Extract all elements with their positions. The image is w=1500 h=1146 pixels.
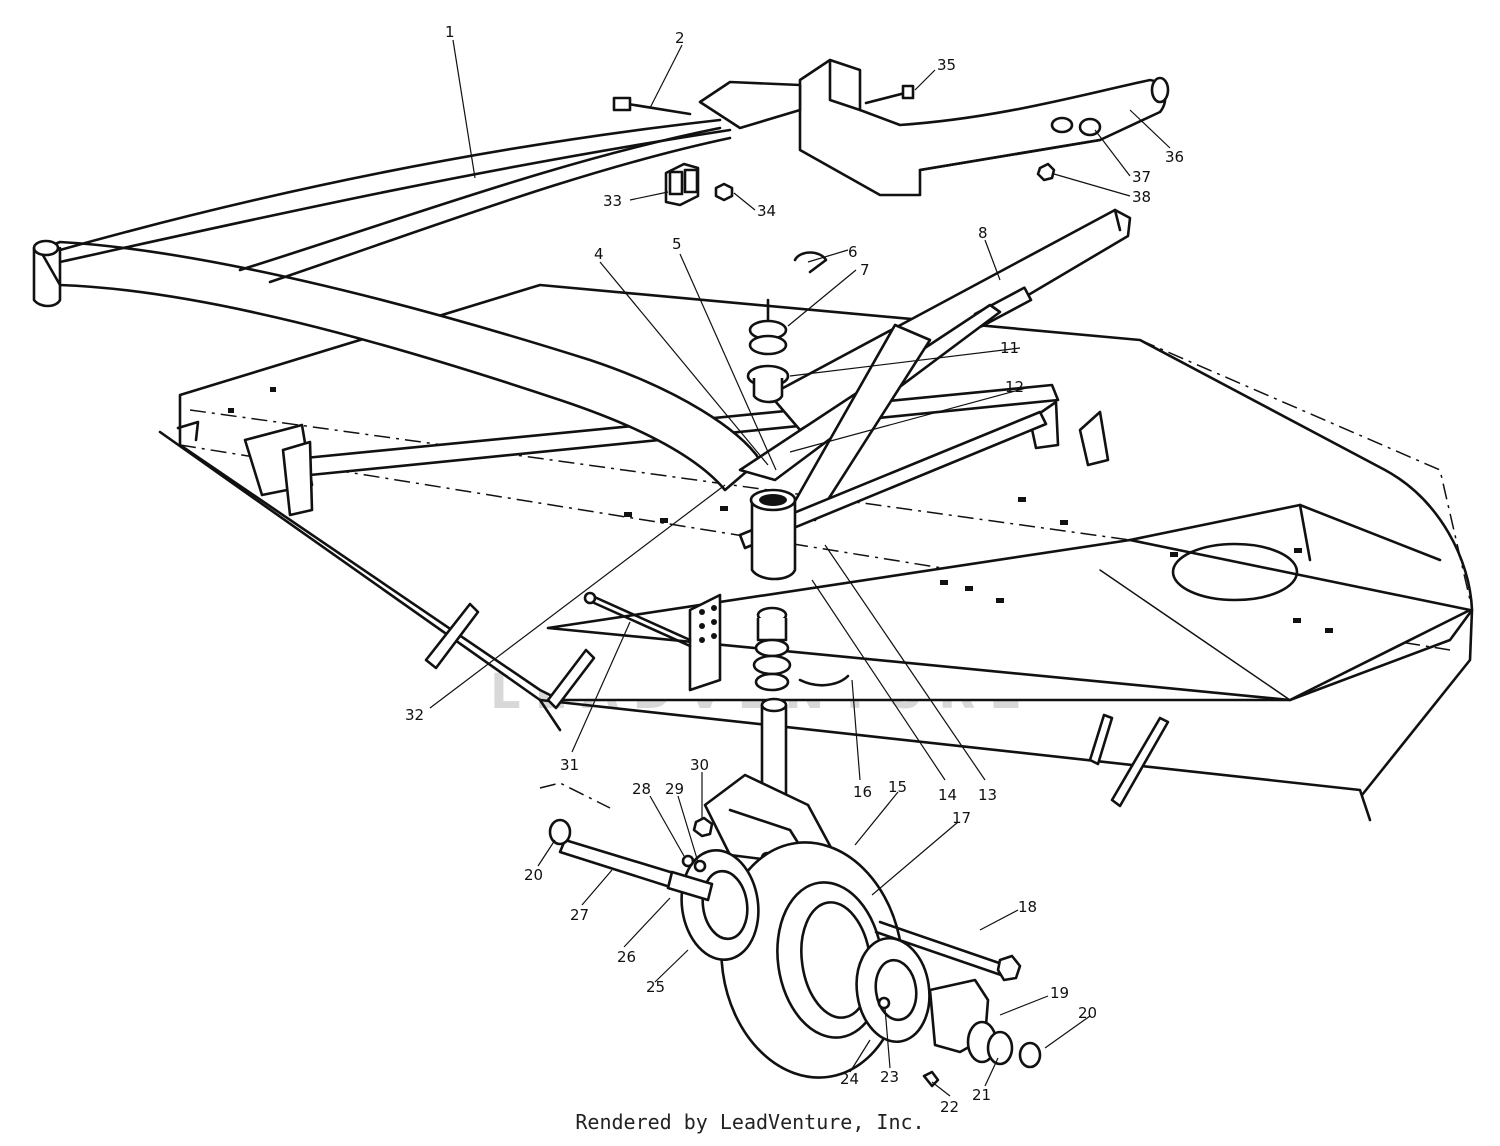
callout-labels: 1 2 4 5 6 7 8 11 12 13 14 15 16 17 18 19… — [405, 23, 1184, 1116]
callout-38: 38 — [1132, 188, 1151, 206]
caster-wheel-assembly — [539, 697, 1042, 1088]
mower-deck — [158, 283, 1474, 822]
callout-16: 16 — [853, 783, 872, 801]
callout-27: 27 — [570, 906, 589, 924]
callout-15: 15 — [888, 778, 907, 796]
callout-5: 5 — [672, 235, 682, 253]
footer-credit: Rendered by LeadVenture, Inc. — [575, 1110, 925, 1134]
callout-21: 21 — [972, 1086, 991, 1104]
callout-37: 37 — [1132, 168, 1151, 186]
frame-assembly — [32, 118, 1132, 692]
callout-25: 25 — [646, 978, 665, 996]
callout-33: 33 — [603, 192, 622, 210]
callout-35: 35 — [937, 56, 956, 74]
callout-22: 22 — [940, 1098, 959, 1116]
callout-20-left: 20 — [524, 866, 543, 884]
callout-31: 31 — [560, 756, 579, 774]
callout-1: 1 — [445, 23, 455, 41]
hitch-bracket — [612, 58, 1170, 207]
callout-20-right: 20 — [1078, 1004, 1097, 1022]
callout-7: 7 — [860, 261, 870, 279]
callout-14: 14 — [938, 786, 957, 804]
callout-23: 23 — [880, 1068, 899, 1086]
callout-4: 4 — [594, 245, 604, 263]
pivot-hardware — [746, 251, 850, 692]
callout-28: 28 — [632, 780, 651, 798]
callout-36: 36 — [1165, 148, 1184, 166]
callout-18: 18 — [1018, 898, 1037, 916]
callout-30: 30 — [690, 756, 709, 774]
callout-24: 24 — [840, 1070, 859, 1088]
callout-6: 6 — [848, 243, 858, 261]
callout-29: 29 — [665, 780, 684, 798]
callout-26: 26 — [617, 948, 636, 966]
callout-13: 13 — [978, 786, 997, 804]
callout-17: 17 — [952, 809, 971, 827]
callout-19: 19 — [1050, 984, 1069, 1002]
callout-34: 34 — [757, 202, 776, 220]
callout-11: 11 — [1000, 339, 1019, 357]
callout-32: 32 — [405, 706, 424, 724]
callout-8: 8 — [978, 224, 988, 242]
callout-leaders — [429, 39, 1171, 1097]
spindle-opening — [1171, 542, 1299, 602]
callout-2: 2 — [675, 29, 685, 47]
callout-12: 12 — [1005, 378, 1024, 396]
